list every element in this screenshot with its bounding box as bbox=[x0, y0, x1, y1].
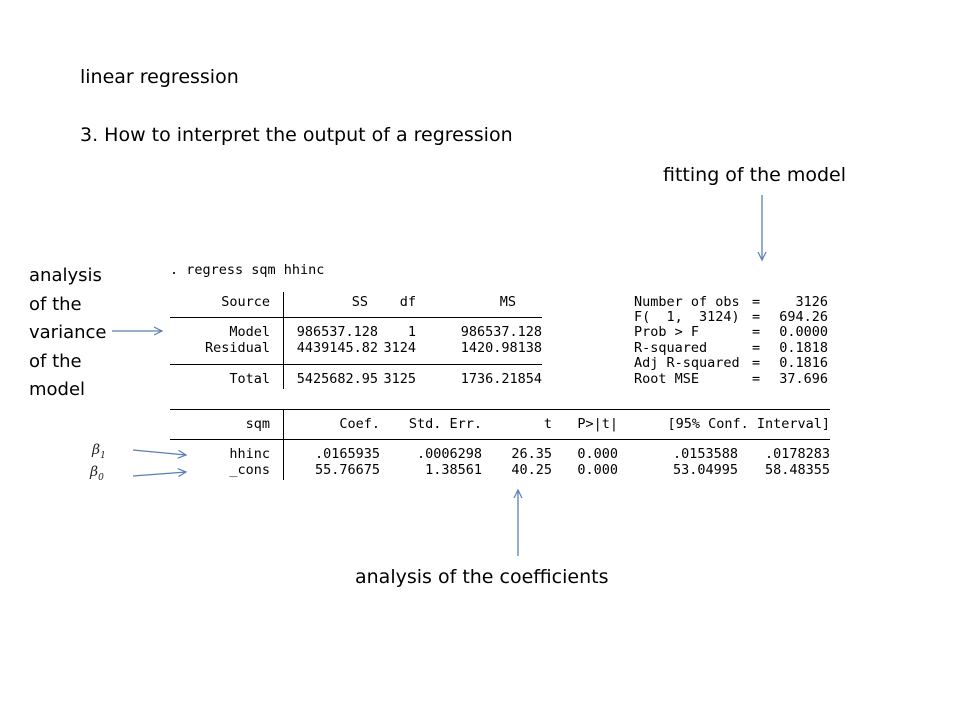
anova-residual-ss: 4439145.82 bbox=[296, 340, 378, 356]
coef-top-rule bbox=[170, 409, 830, 410]
coef-separator bbox=[283, 409, 284, 480]
fit-stat-label: Number of obs bbox=[634, 294, 740, 310]
anova-total-df: 3125 bbox=[383, 371, 416, 387]
coef-dependent-var: sqm bbox=[245, 416, 270, 432]
fit-stat-eq: = bbox=[752, 371, 761, 387]
coef-row-p: 0.000 bbox=[577, 462, 618, 478]
fit-stat-value: 694.26 bbox=[779, 309, 828, 325]
coef-row-ci-high: .0178283 bbox=[764, 446, 830, 462]
fit-stat-value: 3126 bbox=[795, 294, 828, 310]
coefficients-callout: analysis of the coefficients bbox=[355, 566, 609, 588]
coef-header-coef: Coef. bbox=[339, 416, 380, 432]
fit-stat-eq: = bbox=[752, 294, 761, 310]
fit-stat-value: 0.1818 bbox=[779, 340, 828, 356]
coef-header-ci: [95% Conf. Interval] bbox=[667, 416, 830, 432]
coef-row-se: 1.38561 bbox=[425, 462, 482, 478]
anova-total-rule bbox=[170, 364, 542, 365]
anova-residual-df: 3124 bbox=[383, 340, 416, 356]
anova-model-ss: 986537.128 bbox=[296, 324, 378, 340]
coef-row-var: _cons bbox=[229, 462, 270, 478]
fit-stat-eq: = bbox=[752, 355, 761, 371]
coef-row-coef: 55.76675 bbox=[314, 462, 380, 478]
coef-row-t: 40.25 bbox=[511, 462, 552, 478]
coef-row-t: 26.35 bbox=[511, 446, 552, 462]
fit-stat-eq: = bbox=[752, 324, 761, 340]
fit-stat-label: Root MSE bbox=[634, 371, 700, 387]
coef-row-ci-low: 53.04995 bbox=[672, 462, 738, 478]
slide-subheader: 3. How to interpret the output of a regr… bbox=[80, 124, 513, 146]
coef-row-ci-high: 58.48355 bbox=[764, 462, 830, 478]
anova-model-ms: 986537.128 bbox=[460, 324, 542, 340]
model-fit-callout: fitting of the model bbox=[663, 164, 847, 186]
variance-callout-line: model bbox=[29, 379, 86, 400]
coef-row-var: hhinc bbox=[229, 446, 270, 462]
anova-separator bbox=[283, 292, 284, 389]
beta1-label: β1 bbox=[92, 442, 106, 461]
fit-stat-value: 37.696 bbox=[779, 371, 828, 387]
anova-residual-source: Residual bbox=[204, 340, 270, 356]
coef-header-p: P>|t| bbox=[577, 416, 618, 432]
regress-command: . regress sqm hhinc bbox=[170, 262, 325, 278]
anova-header-rule bbox=[170, 317, 542, 318]
variance-callout-line: of the bbox=[29, 350, 82, 372]
fit-stat-label: F( 1, 3124) bbox=[634, 309, 740, 325]
fit-stat-eq: = bbox=[752, 340, 761, 356]
coef-row-coef: .0165935 bbox=[314, 446, 380, 462]
anova-total-ss: 5425682.95 bbox=[296, 371, 378, 387]
coef-header-t: t bbox=[543, 416, 552, 432]
fit-stat-eq: = bbox=[752, 309, 761, 325]
fit-stat-value: 0.1816 bbox=[779, 355, 828, 371]
fit-stat-label: R-squared bbox=[634, 340, 708, 356]
coef-row-p: 0.000 bbox=[577, 446, 618, 462]
fit-stat-value: 0.0000 bbox=[779, 324, 828, 340]
coef-header-se: Std. Err. bbox=[408, 416, 482, 432]
anova-total-ms: 1736.21854 bbox=[460, 371, 542, 387]
anova-header-ms: MS bbox=[499, 294, 516, 310]
anova-model-df: 1 bbox=[407, 324, 416, 340]
fit-stat-label: Adj R-squared bbox=[634, 355, 740, 371]
fit-stat-label: Prob > F bbox=[634, 324, 700, 340]
anova-total-source: Total bbox=[229, 371, 270, 387]
anova-model-source: Model bbox=[229, 324, 270, 340]
anova-header-source: Source bbox=[221, 294, 270, 310]
anova-header-ss: SS bbox=[351, 294, 368, 310]
beta0-arrow bbox=[132, 472, 186, 476]
variance-callout-line: of the bbox=[29, 293, 82, 315]
slide-header: linear regression bbox=[80, 66, 239, 88]
beta0-label: β0 bbox=[90, 464, 104, 483]
coef-row-se: .0006298 bbox=[416, 446, 482, 462]
anova-residual-ms: 1420.98138 bbox=[460, 340, 542, 356]
coef-row-ci-low: .0153588 bbox=[672, 446, 738, 462]
variance-callout-line: analysis bbox=[29, 265, 102, 286]
variance-callout-line: variance bbox=[29, 322, 107, 343]
beta1-arrow bbox=[132, 449, 186, 455]
anova-header-df: df bbox=[399, 294, 416, 310]
variance-analysis-callout: analysis of the variance of the model bbox=[29, 262, 107, 405]
coef-header-rule bbox=[170, 439, 830, 440]
